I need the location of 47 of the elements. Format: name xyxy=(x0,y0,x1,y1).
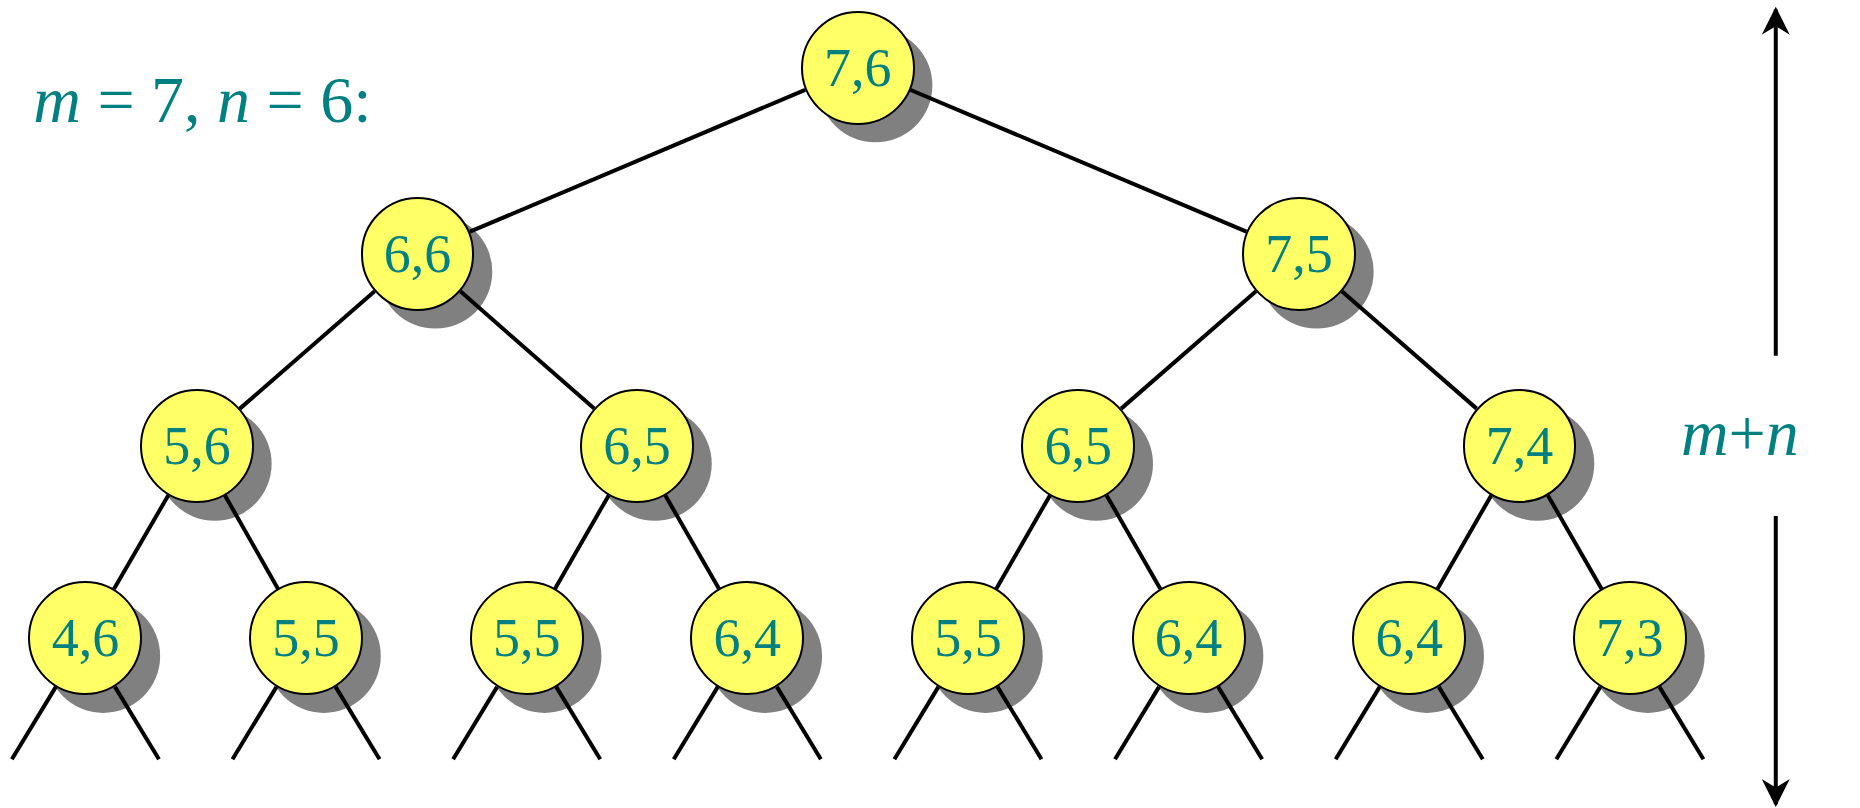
branch-line xyxy=(554,685,602,761)
tree-edge xyxy=(994,494,1052,590)
branch-line xyxy=(892,685,941,761)
branch-line xyxy=(333,685,382,761)
branch-line xyxy=(1216,685,1264,761)
tree-edge xyxy=(663,494,721,590)
node-label: 5,5 xyxy=(492,607,561,670)
branch-line xyxy=(775,685,823,761)
node-label: 6,4 xyxy=(1154,607,1223,670)
tree-edge xyxy=(238,289,376,411)
node-label: 7,5 xyxy=(1265,222,1333,285)
tree-edge xyxy=(553,494,611,590)
node-label: 5,6 xyxy=(163,415,231,477)
branch-line xyxy=(230,685,279,761)
branch-line xyxy=(995,685,1044,761)
tree-edge xyxy=(1119,289,1258,411)
tree-edge xyxy=(1546,494,1604,590)
tree-edge xyxy=(1340,289,1478,411)
tree-edge xyxy=(1104,494,1162,590)
node-label: 6,5 xyxy=(603,415,671,477)
branch-line xyxy=(10,685,58,761)
branch-line xyxy=(1334,685,1382,761)
branch-line xyxy=(1657,685,1706,761)
branch-line xyxy=(1113,685,1161,761)
branch-line xyxy=(451,685,499,761)
tree-edge xyxy=(223,494,280,590)
node-label: 7,3 xyxy=(1596,607,1664,670)
tree-edge xyxy=(469,87,806,234)
node-label: 4,6 xyxy=(51,607,120,670)
node-label: 6,6 xyxy=(383,222,452,285)
branch-line xyxy=(1554,685,1602,761)
tree-edge xyxy=(112,494,171,590)
node-label: 6,4 xyxy=(713,607,782,670)
tree-edge xyxy=(459,289,596,410)
height-label: m+n xyxy=(1680,395,1799,471)
branch-line xyxy=(113,685,161,761)
node-label: 5,5 xyxy=(934,607,1002,670)
parameter-label: m = 7, n = 6: xyxy=(33,61,372,138)
node-label: 6,4 xyxy=(1375,607,1443,670)
node-label: 6,5 xyxy=(1044,415,1112,477)
branch-line xyxy=(672,685,720,761)
branch-line xyxy=(1437,685,1485,761)
node-label: 7,6 xyxy=(823,36,892,99)
tree-edge xyxy=(1435,494,1493,590)
node-label: 7,4 xyxy=(1485,415,1554,477)
node-label: 5,5 xyxy=(272,607,340,670)
tree-edge xyxy=(909,87,1248,234)
